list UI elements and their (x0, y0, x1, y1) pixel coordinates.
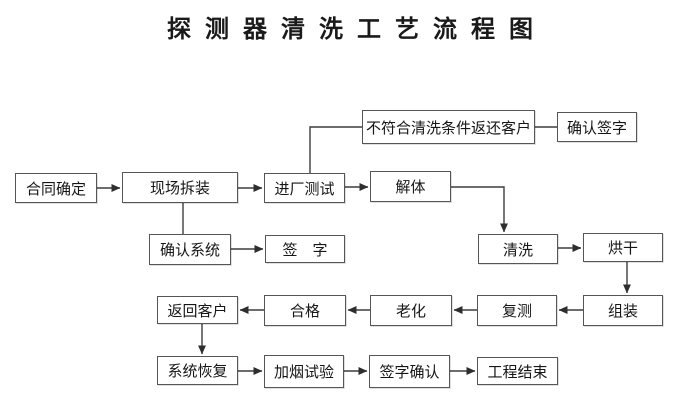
node-aging: 老化 (370, 295, 452, 326)
edge-disassemble-to-cleaning (451, 186, 508, 233)
page-title: 探测器清洗工艺流程图 (167, 16, 547, 43)
node-system-restore: 系统恢复 (157, 356, 238, 385)
node-assembly: 组装 (583, 295, 663, 326)
node-sign: 签 字 (265, 235, 345, 263)
node-disassemble: 解体 (370, 171, 451, 202)
node-site-disassembly: 现场拆装 (122, 172, 238, 203)
node-confirm-system: 确认系统 (149, 234, 231, 265)
edge-factory-test-to-reject-return (309, 126, 362, 173)
node-confirm-sign: 确认签字 (557, 112, 637, 142)
node-cleaning: 清洗 (478, 234, 558, 264)
node-sign-confirm: 签字确认 (369, 355, 450, 388)
node-return-customer: 返回客户 (157, 296, 238, 324)
node-project-end: 工程结束 (477, 357, 558, 385)
node-reject-return: 不符合清洗条件返还客户 (362, 110, 535, 144)
node-retest: 复测 (477, 295, 557, 326)
node-smoke-test: 加烟试验 (264, 355, 344, 388)
node-drying: 烘干 (583, 233, 663, 262)
node-factory-test: 进厂测试 (264, 173, 345, 203)
node-qualified: 合格 (264, 295, 346, 326)
node-contract: 合同确定 (15, 173, 97, 203)
